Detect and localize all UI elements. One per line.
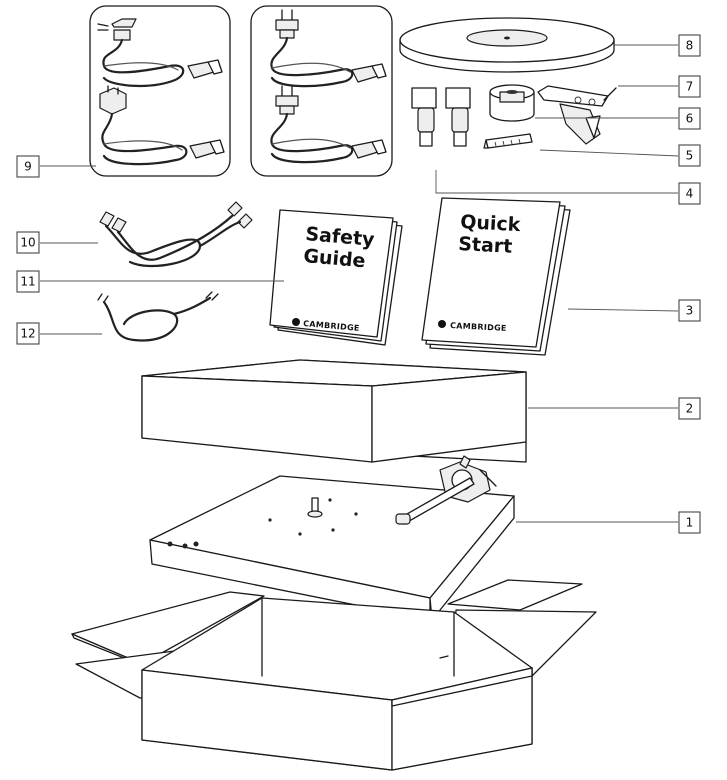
callout-6: 6 <box>678 107 701 130</box>
callout-7: 7 <box>678 75 701 98</box>
leader-lines <box>40 44 679 523</box>
svg-text:8: 8 <box>686 39 694 53</box>
svg-text:7: 7 <box>686 80 694 94</box>
iec-connector-icon <box>189 139 225 159</box>
cambridge-logo-icon <box>292 318 300 326</box>
svg-text:12: 12 <box>20 327 35 341</box>
callout-11: 11 <box>16 270 40 293</box>
us-plug-icon <box>275 9 299 39</box>
callout-10: 10 <box>16 231 40 254</box>
callout-5: 5 <box>678 144 701 167</box>
safety-guide-title-line2: Guide <box>303 245 367 272</box>
svg-text:2: 2 <box>686 402 694 416</box>
uk-plug-icon <box>99 85 127 115</box>
iec-connector-icon <box>187 59 223 79</box>
callout-9: 9 <box>16 155 40 178</box>
us-plug-icon <box>275 85 299 115</box>
power-cables-panel-left <box>89 5 231 177</box>
counterweight-pieces <box>411 87 471 147</box>
ground-wire <box>97 291 219 342</box>
shipping-box <box>71 579 597 771</box>
callout-3: 3 <box>678 299 701 322</box>
record-weight <box>489 84 535 122</box>
callout-2: 2 <box>678 397 701 420</box>
safety-guide-booklet: Safety Guide CAMBRIDGE <box>269 209 403 346</box>
quick-start-title-line1: Quick <box>460 211 522 236</box>
svg-text:5: 5 <box>686 149 694 163</box>
svg-text:11: 11 <box>20 275 35 289</box>
eu-plug-icon <box>97 18 137 41</box>
svg-text:1: 1 <box>686 516 694 530</box>
iec-connector-icon <box>351 63 387 83</box>
callout-4: 4 <box>678 182 701 205</box>
svg-text:4: 4 <box>686 187 694 201</box>
power-cables-panel-right <box>250 5 393 177</box>
iec-connector-icon <box>351 139 387 159</box>
alignment-tool <box>483 133 533 149</box>
tonearm <box>395 455 497 525</box>
callout-8: 8 <box>678 34 701 57</box>
headshell-cartridge <box>537 85 617 145</box>
svg-text:3: 3 <box>686 304 694 318</box>
callout-1: 1 <box>678 511 701 534</box>
svg-text:10: 10 <box>20 236 35 250</box>
spindle <box>307 497 323 518</box>
quick-start-booklet: Quick Start CAMBRIDGE <box>421 197 571 356</box>
svg-text:6: 6 <box>686 112 694 126</box>
svg-text:9: 9 <box>24 160 32 174</box>
platter <box>399 17 615 73</box>
quick-start-title-line2: Start <box>458 233 513 258</box>
turntable-plinth <box>149 455 515 621</box>
callout-12: 12 <box>16 322 40 345</box>
quick-start-brand: CAMBRIDGE <box>450 321 507 333</box>
cambridge-logo-icon <box>438 320 446 328</box>
rca-cable <box>99 201 253 268</box>
dust-cover <box>141 359 527 463</box>
